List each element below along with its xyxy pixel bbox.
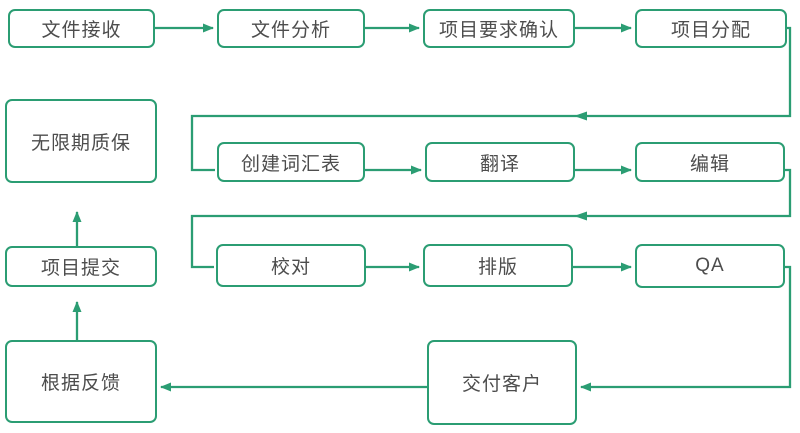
node-file-receive: 文件接收 (8, 9, 155, 48)
node-editing: 编辑 (635, 142, 785, 182)
node-file-analysis: 文件分析 (217, 9, 365, 48)
node-qa: QA (635, 244, 785, 288)
node-typesetting: 排版 (423, 244, 573, 287)
node-project-submission: 项目提交 (5, 246, 157, 287)
node-unlimited-warranty: 无限期质保 (5, 99, 157, 183)
edge-qa-deliver (580, 265, 792, 392)
node-proofreading: 校对 (216, 244, 366, 287)
node-project-assignment: 项目分配 (635, 9, 787, 48)
edge-assign-glossary-arrowhead (574, 111, 587, 121)
edge-edit-proofread (190, 168, 792, 269)
node-translation: 翻译 (425, 142, 575, 182)
node-create-glossary: 创建词汇表 (217, 142, 365, 182)
edge-assign-glossary (190, 26, 792, 172)
node-deliver-to-client: 交付客户 (427, 340, 577, 425)
node-requirements-confirm: 项目要求确认 (423, 9, 575, 48)
node-based-on-feedback: 根据反馈 (5, 340, 157, 423)
edge-edit-proofread-arrowhead (574, 211, 587, 221)
